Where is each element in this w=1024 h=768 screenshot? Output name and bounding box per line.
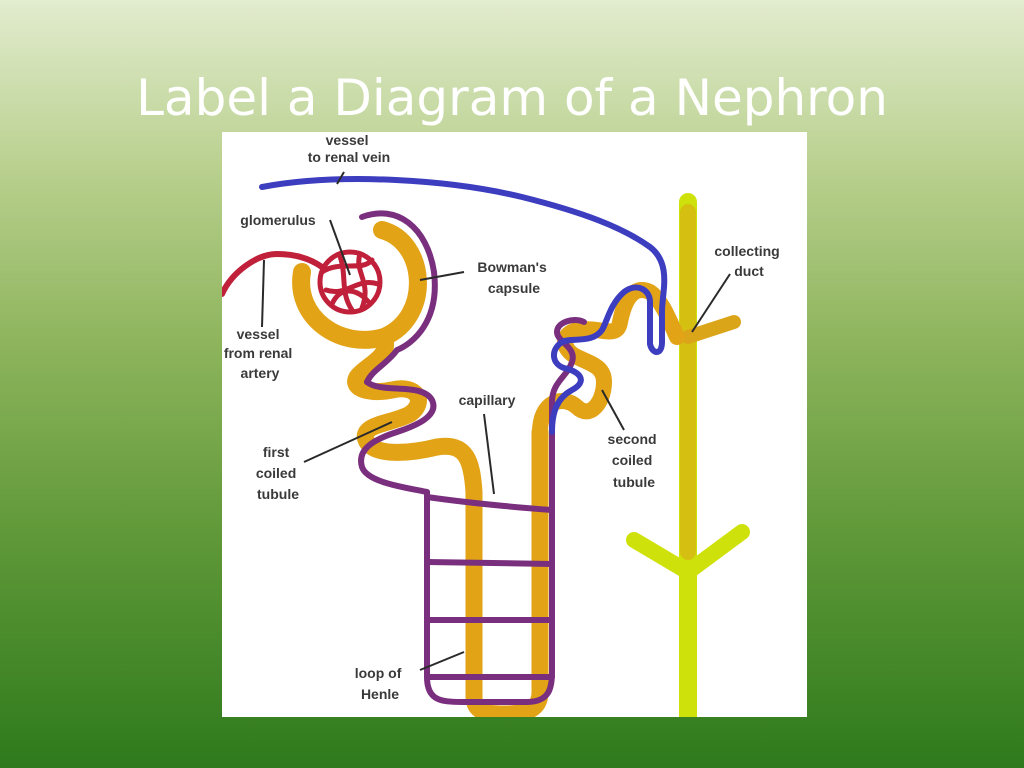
label-line: Henle: [361, 686, 399, 702]
label-line: tubule: [257, 486, 299, 502]
glomerulus: [317, 249, 383, 315]
label-line: coiled: [612, 452, 652, 468]
label-vessel-from-renal-artery: vessel from renal artery: [224, 326, 296, 381]
label-line: from renal: [224, 345, 292, 361]
label-line: glomerulus: [240, 212, 316, 228]
collecting-duct: [626, 193, 750, 717]
label-collecting-duct: collecting duct: [714, 243, 783, 279]
label-capillary: capillary: [459, 392, 516, 408]
nephron-diagram-svg: vessel to renal vein glomerulus Bowman's…: [222, 132, 783, 717]
label-second-coiled-tubule: second coiled tubule: [608, 431, 661, 490]
nephron-diagram: vessel to renal vein glomerulus Bowman's…: [222, 132, 807, 717]
label-line: capsule: [488, 280, 540, 296]
label-glomerulus: glomerulus: [240, 212, 316, 228]
slide-title: Label a Diagram of a Nephron: [136, 69, 888, 127]
label-first-coiled-tubule: first coiled tubule: [256, 444, 300, 502]
label-line: to renal vein: [308, 149, 390, 165]
leader-lines: [261, 171, 731, 671]
label-line: coiled: [256, 465, 296, 481]
label-line: artery: [241, 365, 280, 381]
label-line: loop of: [355, 665, 402, 681]
label-line: Bowman's: [477, 259, 547, 275]
vessel-to-renal-vein: [259, 176, 668, 435]
label-line: second: [608, 431, 657, 447]
label-line: vessel: [237, 326, 280, 342]
label-line: collecting: [714, 243, 779, 259]
label-loop-of-henle: loop of Henle: [355, 665, 406, 702]
capillary-network: [358, 210, 587, 705]
label-line: vessel: [326, 132, 369, 148]
vessel-from-renal-artery: [222, 250, 325, 297]
label-line: tubule: [613, 474, 655, 490]
label-bowmans-capsule: Bowman's capsule: [477, 259, 550, 296]
label-vessel-to-renal-vein: vessel to renal vein: [308, 132, 390, 165]
label-line: first: [263, 444, 290, 460]
label-line: duct: [734, 263, 764, 279]
label-line: capillary: [459, 392, 516, 408]
